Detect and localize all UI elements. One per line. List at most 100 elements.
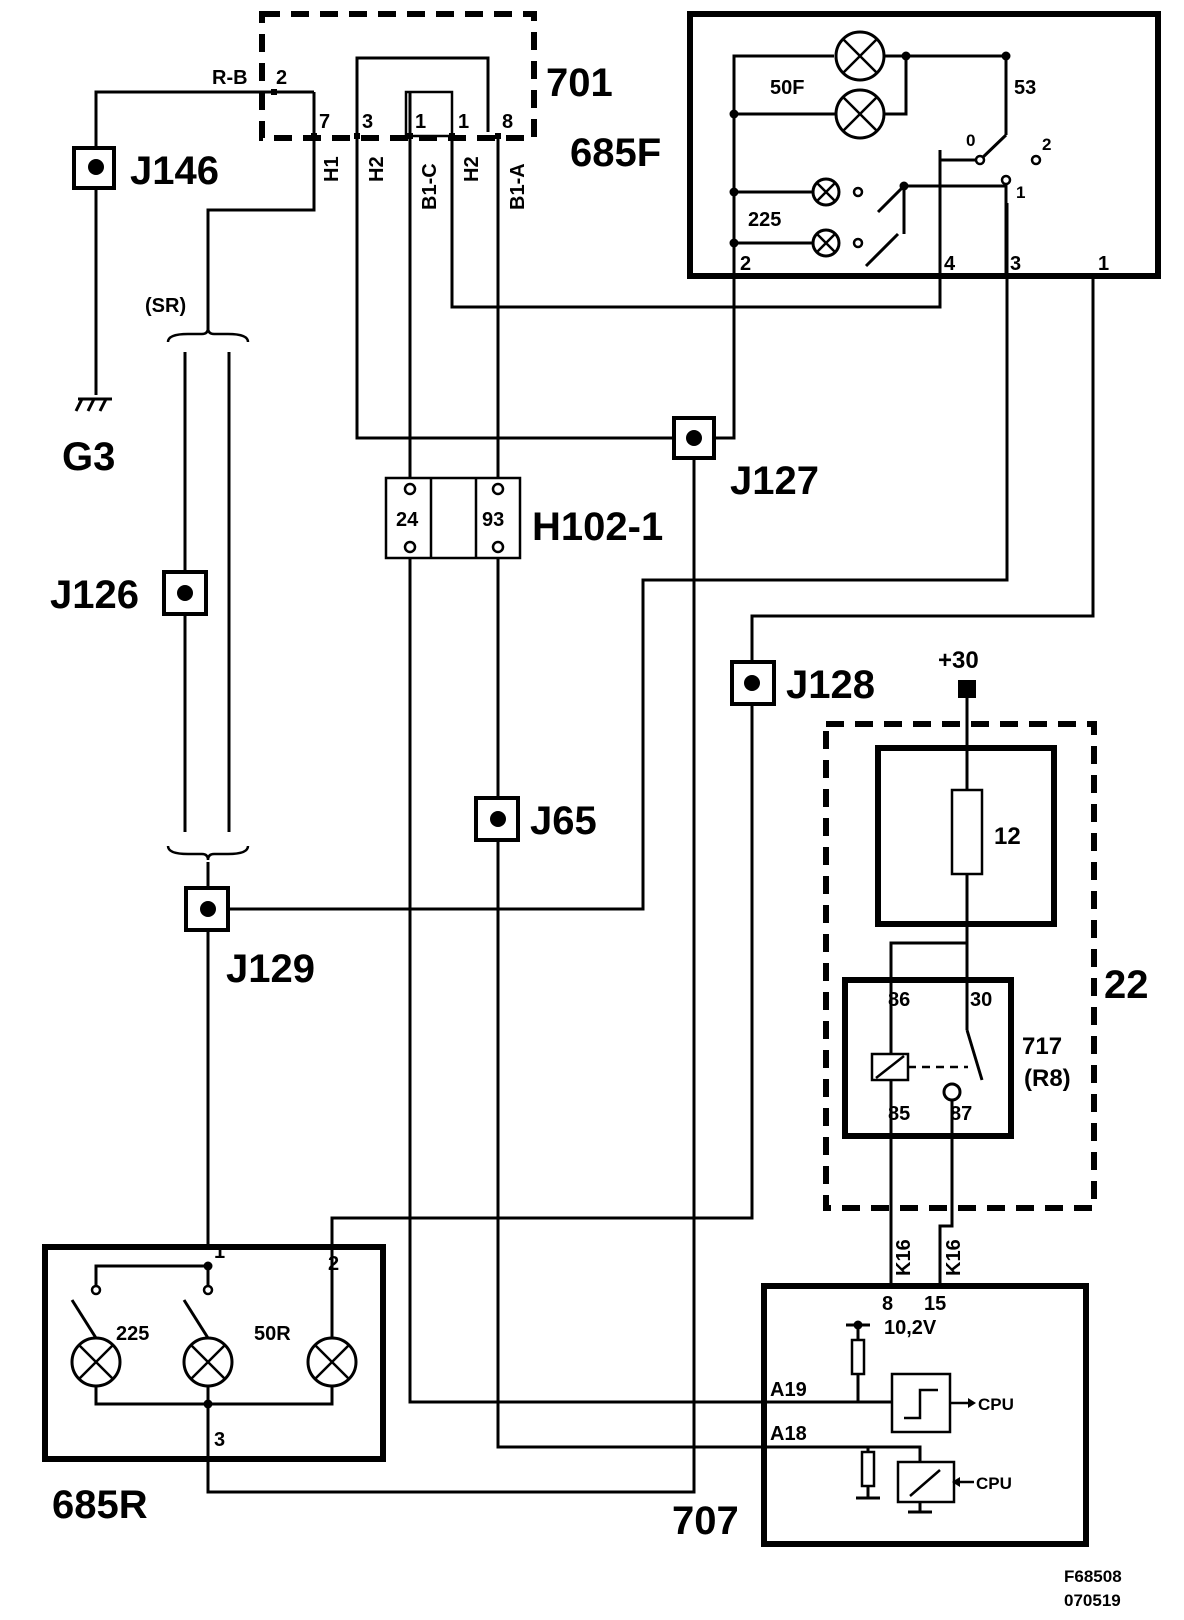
junction-j129: [184, 886, 230, 932]
label-225r: 225: [116, 1323, 149, 1345]
relay-pin-87: [942, 1082, 962, 1102]
wire-685r-1: [94, 1264, 210, 1286]
label-j128: J128: [786, 663, 875, 707]
switch-225f-b-blade: [864, 232, 900, 268]
switch-701-pin-2: [271, 89, 277, 95]
ground-g3-tick: [98, 398, 108, 412]
junction-j127: [672, 416, 716, 460]
wire-h2-3: [355, 56, 490, 132]
label-701-p1a: 1: [415, 111, 426, 133]
wire-685f-53: [906, 54, 1008, 135]
label-k16a: K16: [893, 1239, 915, 1276]
switch-53-pos1: [1000, 174, 1012, 186]
label-h102: H102-1: [532, 505, 663, 549]
connector-h102-box: [384, 476, 522, 560]
wire-24-a19: [408, 558, 764, 1404]
label-h1: H1: [321, 156, 343, 182]
wire-rb: [94, 90, 314, 395]
label-j146: J146: [130, 149, 219, 193]
label-h2b: H2: [461, 156, 483, 182]
schmitt-symbol: [904, 1388, 938, 1420]
label-relay-85: 85: [888, 1103, 910, 1125]
label-701-p1b: 1: [458, 111, 469, 133]
box-22-outline: [823, 721, 1097, 1211]
wire-h2-1: [450, 136, 942, 309]
resistor-pullup: [850, 1338, 866, 1376]
label-707-p15: 15: [924, 1293, 946, 1315]
label-pos1: 1: [1016, 183, 1025, 202]
label-a18: A18: [770, 1423, 807, 1445]
label-685f-p3: 3: [1010, 253, 1021, 275]
label-685f-p1: 1: [1098, 253, 1109, 275]
label-701-p2: 2: [276, 67, 287, 89]
plus30-terminal: [958, 680, 976, 698]
node: [901, 51, 911, 61]
variable-resistor-slash: [909, 1469, 941, 1497]
switch-225f-a-contact: [852, 186, 864, 198]
relay-contact: [965, 1029, 984, 1081]
label-sr: (SR): [145, 295, 186, 317]
label-50r: 50R: [254, 1323, 291, 1345]
label-ref-1: F68508: [1064, 1567, 1122, 1586]
module-707-box: [761, 1283, 1089, 1547]
label-a19: A19: [770, 1379, 807, 1401]
wire-93-a18: [496, 558, 764, 1449]
wire-685f-pos0-4: [938, 158, 976, 276]
junction-j126: [162, 570, 208, 616]
junction-j65: [474, 796, 520, 842]
label-relay-86: 86: [888, 989, 910, 1011]
wire-685f-c: [884, 54, 908, 116]
relay-717-box: [842, 977, 1014, 1139]
label-h102-24: 24: [396, 509, 419, 531]
wire-86: [889, 941, 967, 1054]
switch-701-pin-8: [495, 133, 501, 139]
label-relay-87: 87: [950, 1103, 972, 1125]
switch-701-pin-3: [354, 133, 360, 139]
sr-brace-bottom: [166, 845, 250, 861]
wire-j129-685f-3: [208, 203, 1009, 911]
wire-j127-685f-2: [694, 276, 736, 440]
h102-pin-93-bot: [491, 540, 505, 554]
label-ref-2: 070519: [1064, 1591, 1121, 1610]
node: [1001, 51, 1011, 61]
node: [203, 1399, 213, 1409]
wire-j127-685r-3: [206, 438, 696, 1494]
label-707-p8: 8: [882, 1293, 893, 1315]
label-pos0: 0: [966, 131, 975, 150]
wire-h2-to-j127: [355, 132, 694, 440]
label-701: 701: [546, 61, 613, 105]
relay-coil-slash: [875, 1055, 905, 1079]
label-685r-p1: 1: [214, 1241, 225, 1263]
switch-53-blade: [978, 133, 1008, 162]
ground-g3-tick: [86, 398, 96, 412]
label-g3: G3: [62, 435, 115, 479]
node: [899, 181, 909, 191]
lamp-225r-b-x: [190, 1344, 226, 1380]
label-j129: J129: [226, 947, 315, 991]
switch-701-pin-1a: [407, 133, 413, 139]
ground-g3-tick: [74, 398, 84, 412]
wire-685f-internal: [732, 54, 834, 276]
label-plus30: +30: [938, 647, 979, 674]
label-50f: 50F: [770, 77, 804, 99]
h102-pin-24-bot: [403, 540, 417, 554]
resistor-pulldown: [860, 1450, 876, 1488]
label-fuse-12: 12: [994, 823, 1021, 850]
label-685r: 685R: [52, 1483, 148, 1527]
arrow-cpu1: [968, 1398, 976, 1408]
label-cpu2: CPU: [976, 1474, 1012, 1493]
label-voltage: 10,2V: [884, 1317, 937, 1339]
label-b1c: B1-C: [419, 163, 441, 210]
lamp-50f-a-x: [842, 38, 878, 74]
label-h102-93: 93: [482, 509, 504, 531]
lamp-685f-box: [687, 11, 1161, 279]
label-j126: J126: [50, 573, 139, 617]
h102-pin-93-top: [491, 482, 505, 496]
wire-87: [938, 1100, 954, 1286]
label-717: 717: [1022, 1033, 1062, 1060]
h102-pin-24-top: [403, 482, 417, 496]
junction-j146: [72, 146, 116, 190]
wire-h1: [206, 92, 316, 330]
label-701-p3: 3: [362, 111, 373, 133]
